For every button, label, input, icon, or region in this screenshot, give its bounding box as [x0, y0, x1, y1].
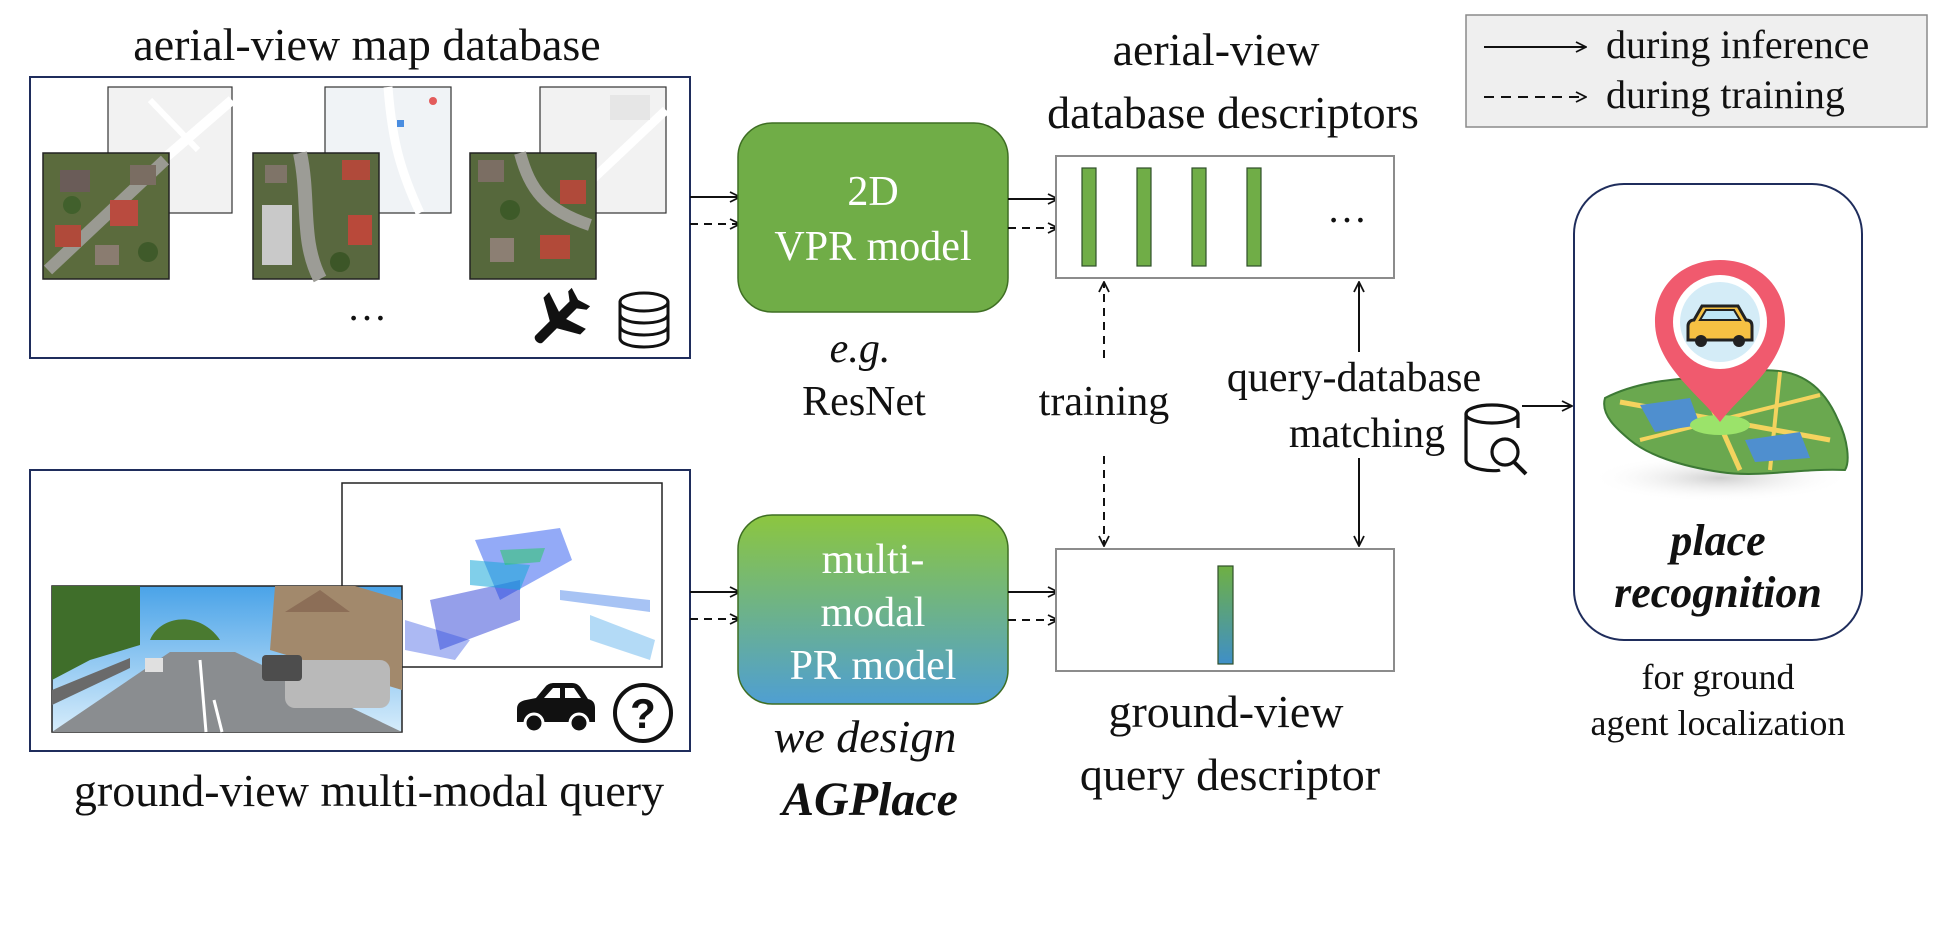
query-descriptor-title-line1: ground-view [1108, 686, 1344, 737]
matching-line2: matching [1289, 411, 1445, 457]
db-descriptors-ellipsis: … [1327, 186, 1367, 231]
pr-model-line1: multi- [822, 537, 925, 583]
db-descriptor-bar [1191, 167, 1207, 267]
place-recognition-card: place recognition [1573, 183, 1863, 641]
question-icon: ? [613, 683, 673, 743]
aerial-database-ellipsis: … [347, 284, 387, 329]
legend: during inference during training [1465, 14, 1928, 128]
pr-model-box: multi- modal PR model [737, 514, 1009, 705]
legend-training-label: during training [1606, 72, 1845, 117]
legend-inference-label: during inference [1606, 22, 1869, 67]
db-descriptor-bar [1136, 167, 1152, 267]
vpr-model-line2: VPR model [774, 224, 971, 270]
ground-query-title: ground-view multi-modal query [74, 765, 664, 816]
ground-query-panel: ? [29, 469, 691, 752]
vpr-model-box: 2D VPR model [737, 122, 1009, 313]
vpr-model-line1: 2D [847, 169, 898, 215]
street-photo [51, 585, 403, 733]
vpr-example-line1: e.g. [830, 326, 891, 372]
pr-model-line3: PR model [790, 643, 957, 689]
db-descriptor-bars [1081, 167, 1262, 267]
database-icon [618, 291, 670, 349]
svg-text:?: ? [630, 690, 656, 737]
aerial-tile-pair-2 [252, 86, 452, 283]
place-recognition-title-line1: place [1666, 516, 1765, 565]
db-descriptors-title-line1: aerial-view [1113, 24, 1321, 75]
airplane-icon [534, 287, 591, 344]
query-descriptor-title-line2: query descriptor [1080, 749, 1380, 800]
place-recognition-caption-line2: agent localization [1591, 703, 1846, 743]
query-descriptor-bar [1217, 565, 1234, 665]
db-descriptor-bar [1081, 167, 1097, 267]
db-descriptors-box: … [1055, 155, 1395, 279]
matching-line1: query-database [1227, 355, 1481, 401]
db-descriptors-title-line2: database descriptors [1047, 87, 1419, 138]
place-recognition-title-line2: recognition [1614, 568, 1822, 617]
db-descriptor-bar [1246, 167, 1262, 267]
aerial-database-panel: … [29, 76, 691, 359]
pr-model-line2: modal [821, 590, 926, 636]
pr-note-line1: we design [774, 711, 957, 762]
query-descriptor-box [1055, 548, 1395, 672]
database-search-icon [1464, 403, 1528, 476]
training-label: training [1039, 379, 1170, 425]
car-icon [517, 683, 595, 734]
aerial-tile-pair-3 [469, 86, 670, 280]
place-recognition-caption-line1: for ground [1642, 657, 1795, 697]
aerial-tile-pair-1 [42, 86, 236, 280]
pr-note-line2: AGPlace [779, 773, 958, 826]
map-pin-car-icon [1590, 260, 1850, 502]
aerial-database-title: aerial-view map database [133, 19, 600, 70]
vpr-example-line2: ResNet [802, 379, 926, 425]
